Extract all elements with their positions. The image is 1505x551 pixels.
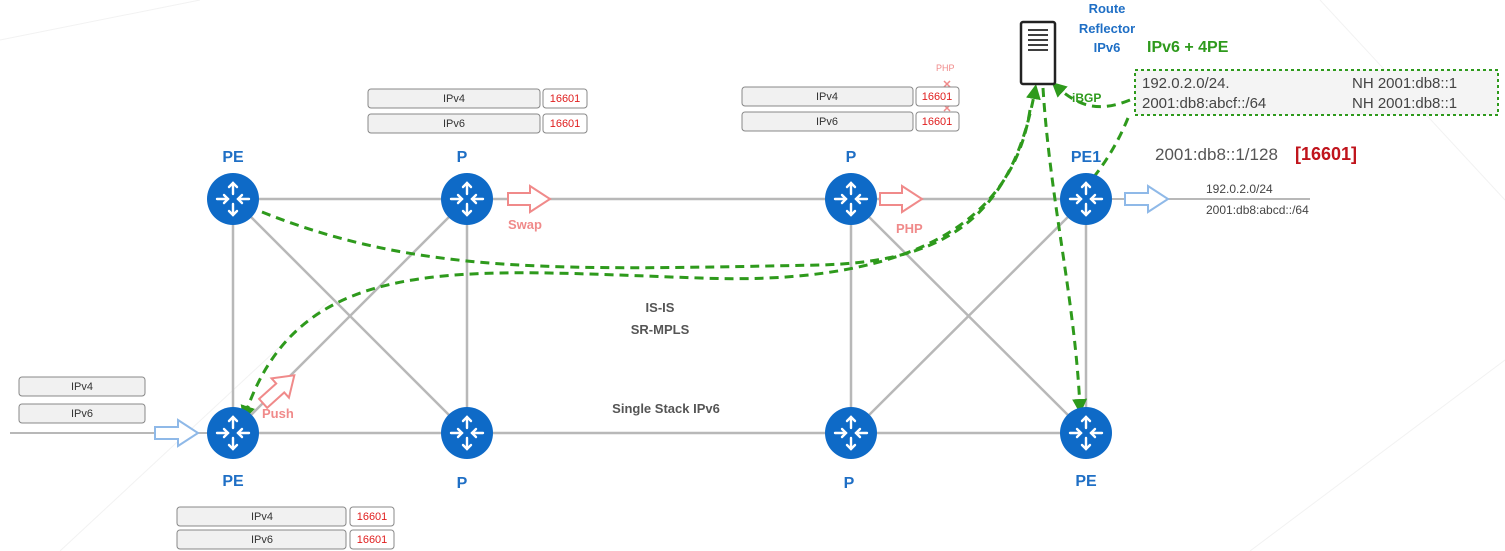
router-label: P — [844, 475, 855, 492]
packet-label: 16601 — [922, 91, 953, 103]
router-p-top-right[interactable] — [823, 171, 879, 227]
router-label: P — [457, 475, 468, 492]
swap-label: Swap — [508, 217, 542, 232]
bgp-sessions — [240, 81, 1131, 421]
packet-payload: IPv6 — [71, 408, 93, 420]
bgp-route-prefix: 192.0.2.0/24. — [1142, 75, 1230, 92]
packet-label: 16601 — [550, 93, 581, 105]
packet-payload: IPv6 — [816, 116, 838, 128]
ingress-arrow-icon — [154, 418, 200, 448]
bgp-route-prefix: 2001:db8:abcf::/64 — [1142, 95, 1266, 112]
prefix-sid-label: [16601] — [1295, 144, 1357, 164]
php-label: PHP — [896, 221, 923, 236]
topology-links — [231, 197, 1088, 435]
router-pe-top-left[interactable] — [205, 171, 261, 227]
router-label: PE — [222, 149, 244, 166]
pe1-network-ipv4: 192.0.2.0/24 — [1206, 182, 1273, 196]
router-p-bottom-right[interactable] — [823, 405, 879, 461]
router-label: PE1 — [1071, 149, 1101, 166]
router-label: PE — [1075, 473, 1097, 490]
router-p-bottom-left[interactable] — [439, 405, 495, 461]
route-reflector-server-icon[interactable] — [1019, 20, 1057, 86]
pe1-network-ipv6: 2001:db8:abcd::/64 — [1206, 203, 1309, 217]
igp-label: SR-MPLS — [631, 322, 690, 337]
prefix-sid-prefix: 2001:db8::1/128 — [1155, 145, 1278, 164]
packet-pe-bottom-left: IPv4 IPv6 16601 16601 — [176, 506, 395, 550]
packet-payload: IPv4 — [71, 381, 93, 393]
packet-payload: IPv4 — [443, 93, 465, 105]
push-label: Push — [262, 406, 294, 421]
packet-payload: IPv4 — [816, 91, 838, 103]
router-pe-bottom-left[interactable] — [205, 405, 261, 461]
packet-label: 16601 — [550, 118, 581, 130]
packet-label: 16601 — [922, 116, 953, 128]
router-p-top-left[interactable] — [439, 171, 495, 227]
packet-payload: IPv6 — [251, 534, 273, 546]
router-pe-bottom-right[interactable] — [1058, 405, 1114, 461]
packet-label: 16601 — [357, 511, 388, 523]
packet-ingress: IPv4 IPv6 — [18, 376, 146, 424]
underlay-label: Single Stack IPv6 — [612, 401, 720, 416]
packet-payload: IPv6 — [443, 118, 465, 130]
router-pe1-top-right[interactable] — [1058, 171, 1114, 227]
igp-label: IS-IS — [646, 300, 675, 315]
bgp-route-nexthop: NH 2001:db8::1 — [1352, 75, 1457, 92]
packet-p-top-right: IPv4 IPv6 16601 16601 — [741, 86, 960, 132]
php-arrow-icon — [879, 184, 924, 214]
route-reflector-label: IPv6 — [1094, 40, 1121, 55]
ibgp-label: iBGP — [1072, 91, 1101, 105]
route-reflector-label: Route — [1089, 1, 1126, 16]
router-label: PE — [222, 473, 244, 490]
swap-arrow-icon — [507, 184, 552, 214]
bgp-route-nexthop: NH 2001:db8::1 — [1352, 95, 1457, 112]
packet-label: 16601 — [357, 534, 388, 546]
packet-payload: IPv4 — [251, 511, 273, 523]
bgp-family-label: IPv6 + 4PE — [1147, 39, 1229, 56]
php-small-label: PHP — [936, 63, 955, 73]
bgp-route-box — [1134, 69, 1499, 116]
packet-p-top-left: IPv4 IPv6 16601 16601 — [367, 88, 588, 134]
router-label: P — [457, 149, 468, 166]
router-label: P — [846, 149, 857, 166]
push-arrow-icon — [257, 374, 296, 410]
route-reflector-label: Reflector — [1079, 21, 1135, 36]
egress-arrow-icon — [1124, 184, 1170, 214]
